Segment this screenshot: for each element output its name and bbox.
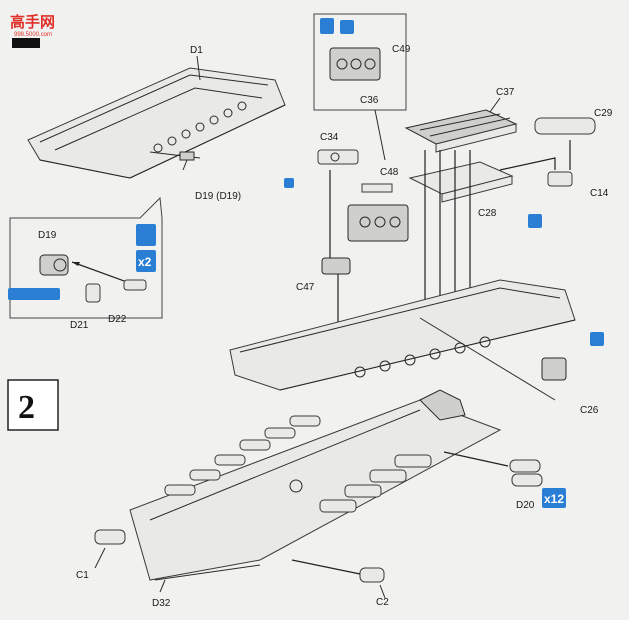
label-c47: C47 [296, 282, 315, 293]
label-d19-detail: D19 [38, 230, 57, 241]
label-c28: C28 [478, 208, 497, 219]
part-c26: C26 [541, 332, 604, 416]
part-c34: C34 [284, 132, 359, 188]
engine-inset: C49 C36 [313, 13, 411, 111]
step-number: 2 [18, 389, 35, 426]
part-c1: C1 [76, 529, 126, 581]
label-c26: C26 [580, 405, 599, 416]
label-d19-main: D19 (D19) [195, 191, 241, 202]
label-c2: C2 [376, 597, 389, 608]
part-c14: C14 [547, 171, 609, 199]
deck-lid-c37: C37 [404, 87, 518, 153]
label-c1: C1 [76, 570, 89, 581]
logo-text: 高手网 [10, 13, 55, 31]
label-c36: C36 [360, 95, 379, 106]
hull-upper [229, 279, 576, 401]
label-c34: C34 [320, 132, 339, 143]
label-c37: C37 [496, 87, 515, 98]
label-d22: D22 [108, 314, 127, 325]
multiplier-badge-x12: x12 [544, 492, 564, 506]
label-d21: D21 [70, 320, 89, 331]
hull-lower-d1 [27, 67, 286, 179]
label-c49: C49 [392, 44, 411, 55]
part-d20: D20 x12 [443, 451, 566, 511]
label-c14: C14 [590, 188, 609, 199]
step-number-box: 2 [7, 379, 59, 431]
label-d20: D20 [516, 500, 535, 511]
part-c2: C2 [291, 559, 389, 608]
label-d1: D1 [190, 45, 203, 56]
label-c29: C29 [594, 108, 613, 119]
tray-c28: C28 [408, 161, 542, 228]
part-c47: C47 [296, 257, 351, 293]
part-c29: C29 [534, 108, 613, 135]
label-d32: D32 [152, 598, 171, 609]
engine-block [347, 204, 409, 242]
suspension-arms [164, 415, 432, 513]
multiplier-badge-x2: x2 [138, 255, 152, 269]
label-c48: C48 [380, 167, 399, 178]
logo-subtext: 998.5000.com [14, 32, 52, 38]
site-logo: 高手网 998.5000.com [8, 10, 70, 48]
hull-bottom [129, 389, 502, 581]
detail-inset-d19: D19 D21 D22 x2 [8, 196, 163, 331]
